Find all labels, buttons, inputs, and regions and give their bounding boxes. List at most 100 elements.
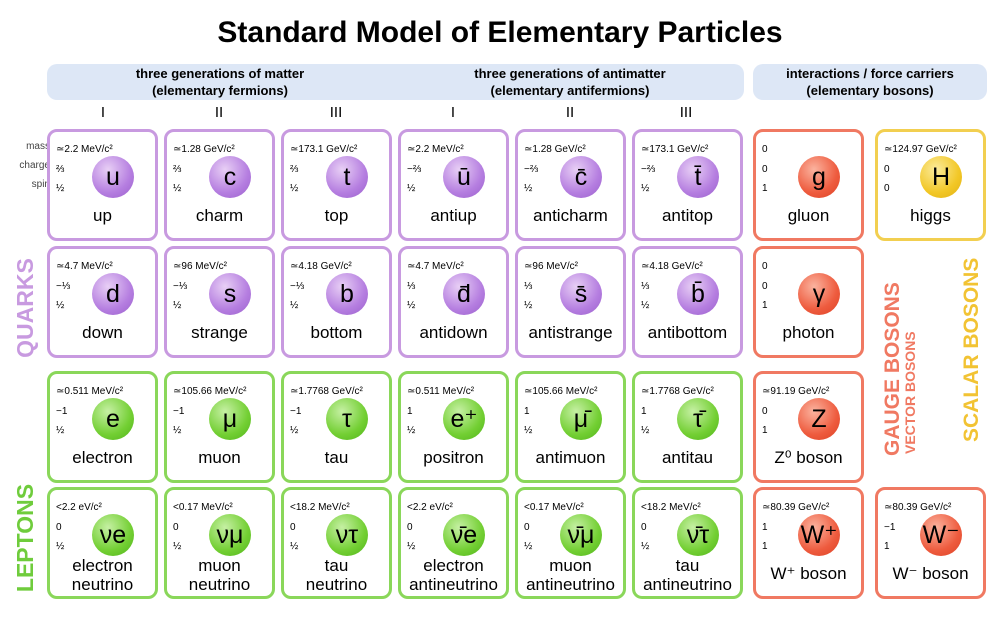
particle-mass: <0.17 MeV/c² [524,502,584,513]
particle-charge: 0 [56,521,62,533]
bosons-header-line2: (elementary bosons) [806,83,934,98]
particle-charge: −1 [290,405,302,417]
particle-mass: ≃4.7 MeV/c² [56,261,113,272]
particle-spin: ½ [290,300,299,311]
particle-mass: ≃1.28 GeV/c² [524,144,586,155]
particle-mass: ≃0.511 MeV/c² [56,386,124,397]
particle-spin: ½ [641,183,650,194]
matter-header: three generations of matter (elementary … [60,65,380,99]
particle-charge: 1 [407,405,413,417]
particle-symbol: c̄ [560,156,602,198]
bosons-header-line1: interactions / force carriers [786,66,954,81]
particle-symbol: b̄ [677,273,719,315]
particle-symbol: νe [92,514,134,556]
particle-charge: 0 [641,521,647,533]
particle-charge: 1 [641,405,647,417]
particle-name-line1: top [324,206,349,225]
particle-spin: ½ [524,183,533,194]
particle-mass: ≃4.7 MeV/c² [407,261,464,272]
particle-mass: ≃96 MeV/c² [173,261,227,272]
particle-charge: −⅔ [524,163,539,175]
particle-name-line1: muon [198,556,241,575]
particle-mass: ≃80.39 GeV/c² [884,502,952,513]
particle-name: antiup [401,206,506,225]
particle-name: antimuon [518,448,623,467]
particle-name-line1: charm [195,206,244,225]
particle-name-line2: neutrino [188,575,251,594]
particle-spin: ½ [173,183,182,194]
particle-mass: <18.2 MeV/c² [290,502,350,513]
particle-symbol: ū [443,156,485,198]
antimatter-header: three generations of antimatter (element… [400,65,740,99]
particle-symbol: d̄ [443,273,485,315]
particle-spin: 0 [884,183,890,194]
particle-charge: −⅓ [56,280,71,292]
generation-label: II [565,104,575,121]
particle-spin: ½ [407,425,416,436]
particle-charge: ⅓ [407,280,416,292]
particle-symbol: e⁺ [443,398,485,440]
particle-name-line1: antistrange [528,323,613,342]
particle-charge: −⅓ [290,280,305,292]
particle-charge: 0 [407,521,413,533]
particle-name: charm [167,206,272,225]
particle-spin: ½ [641,541,650,552]
particle-name: electron [50,448,155,467]
particle-spin: 1 [762,541,768,552]
particle-name: photon [756,323,861,342]
particle-name: tau [284,448,389,467]
particle-symbol: c [209,156,251,198]
particle-name: antistrange [518,323,623,342]
particle-name-line1: antitop [661,206,714,225]
particle-spin: ½ [407,183,416,194]
particle-symbol: ν̄e [443,514,485,556]
particle-name: up [50,206,155,225]
particle-mass: ≃0.511 MeV/c² [407,386,475,397]
particle-charge: 0 [290,521,296,533]
particle-properties: ≃1.28 GeV/c² −⅔ ½ [524,140,586,199]
particle-name-line2: antineutrino [409,575,498,594]
particle-symbol: t [326,156,368,198]
particle-name-line1: antimuon [535,448,606,467]
particle-mass: ≃91.19 GeV/c² [762,386,830,397]
particle-spin: ½ [641,300,650,311]
particle-mass: ≃4.18 GeV/c² [641,261,703,272]
antimatter-header-line1: three generations of antimatter [474,66,666,81]
particle-spin: ½ [173,425,182,436]
particle-mass: <0.17 MeV/c² [173,502,233,513]
vector-bosons-label: VECTOR BOSONS [902,331,918,454]
particle-spin: ½ [56,300,65,311]
generation-label: III [679,104,693,121]
particle-name-line1: antidown [419,323,488,342]
particle-symbol: τ̄ [677,398,719,440]
mass-row-label: mass [26,141,50,152]
page-title: Standard Model of Elementary Particles [217,16,783,49]
particle-mass: ≃2.2 MeV/c² [56,144,113,155]
particle-charge: ⅔ [290,163,299,175]
particle-name: top [284,206,389,225]
particle-name-line1: bottom [310,323,363,342]
